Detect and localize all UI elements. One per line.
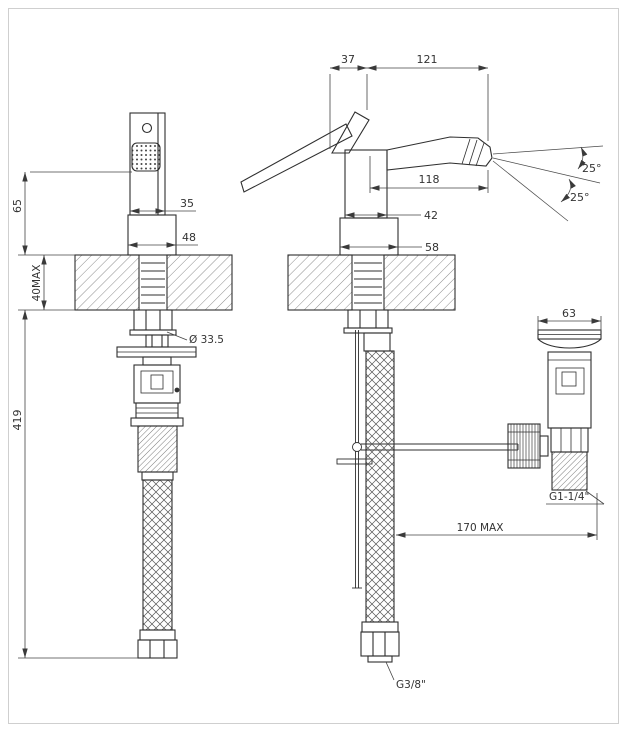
aerator-side [461, 138, 485, 167]
popup-waste-front [116, 346, 197, 481]
waste-knurled-nut [507, 423, 541, 469]
dimension-labels: 37 121 118 25° 25° 42 58 35 48 65 40MAX … [11, 53, 602, 691]
dim-40max-label: 40MAX [31, 265, 43, 302]
drawing-border-frame [8, 8, 619, 724]
handle-base-side [331, 111, 370, 154]
flex-hose-front [137, 479, 178, 659]
popup-waste-side [507, 329, 602, 491]
dim-58-label: 58 [425, 241, 439, 254]
dim-42-label: 42 [424, 209, 438, 222]
aerator-front [131, 142, 161, 172]
handle-pivot-front [141, 122, 153, 134]
dim-48-label: 48 [182, 231, 196, 244]
front-view [74, 112, 233, 659]
mounting-nut-front [129, 309, 177, 348]
side-view [240, 111, 604, 663]
faucet-side-base [339, 217, 399, 256]
waste-thread-label: G1-1/4" [549, 491, 589, 503]
dim-419-label: 419 [11, 410, 24, 431]
spout-side [386, 136, 493, 171]
spray-angle-top-label: 25° [582, 162, 602, 175]
faucet-side-body [344, 149, 388, 219]
shank-side [351, 255, 385, 310]
flex-hose-side [360, 350, 400, 663]
hose-thread-label: G3/8" [396, 679, 426, 691]
handle-lever-side [240, 123, 353, 193]
hole-diameter-label: Ø 33.5 [189, 334, 224, 346]
dimension-lines [18, 65, 605, 681]
waste-thread-front [137, 425, 178, 473]
spray-fan [492, 145, 604, 222]
shank-front [138, 255, 168, 310]
mounting-nut-side [343, 309, 393, 352]
dim-118-label: 118 [419, 173, 440, 186]
waste-thread-side [551, 451, 588, 491]
spray-angle-bottom-label: 25° [570, 191, 590, 204]
dim-170max-label: 170 MAX [457, 522, 504, 534]
faucet-front-base [127, 214, 177, 256]
popup-rod [336, 330, 519, 589]
dim-37-label: 37 [341, 53, 355, 66]
dim-121-label: 121 [417, 53, 438, 66]
dim-35-label: 35 [180, 197, 194, 210]
dim-63-label: 63 [562, 307, 576, 320]
deck-side [287, 254, 456, 311]
dim-65-label: 65 [11, 199, 24, 213]
